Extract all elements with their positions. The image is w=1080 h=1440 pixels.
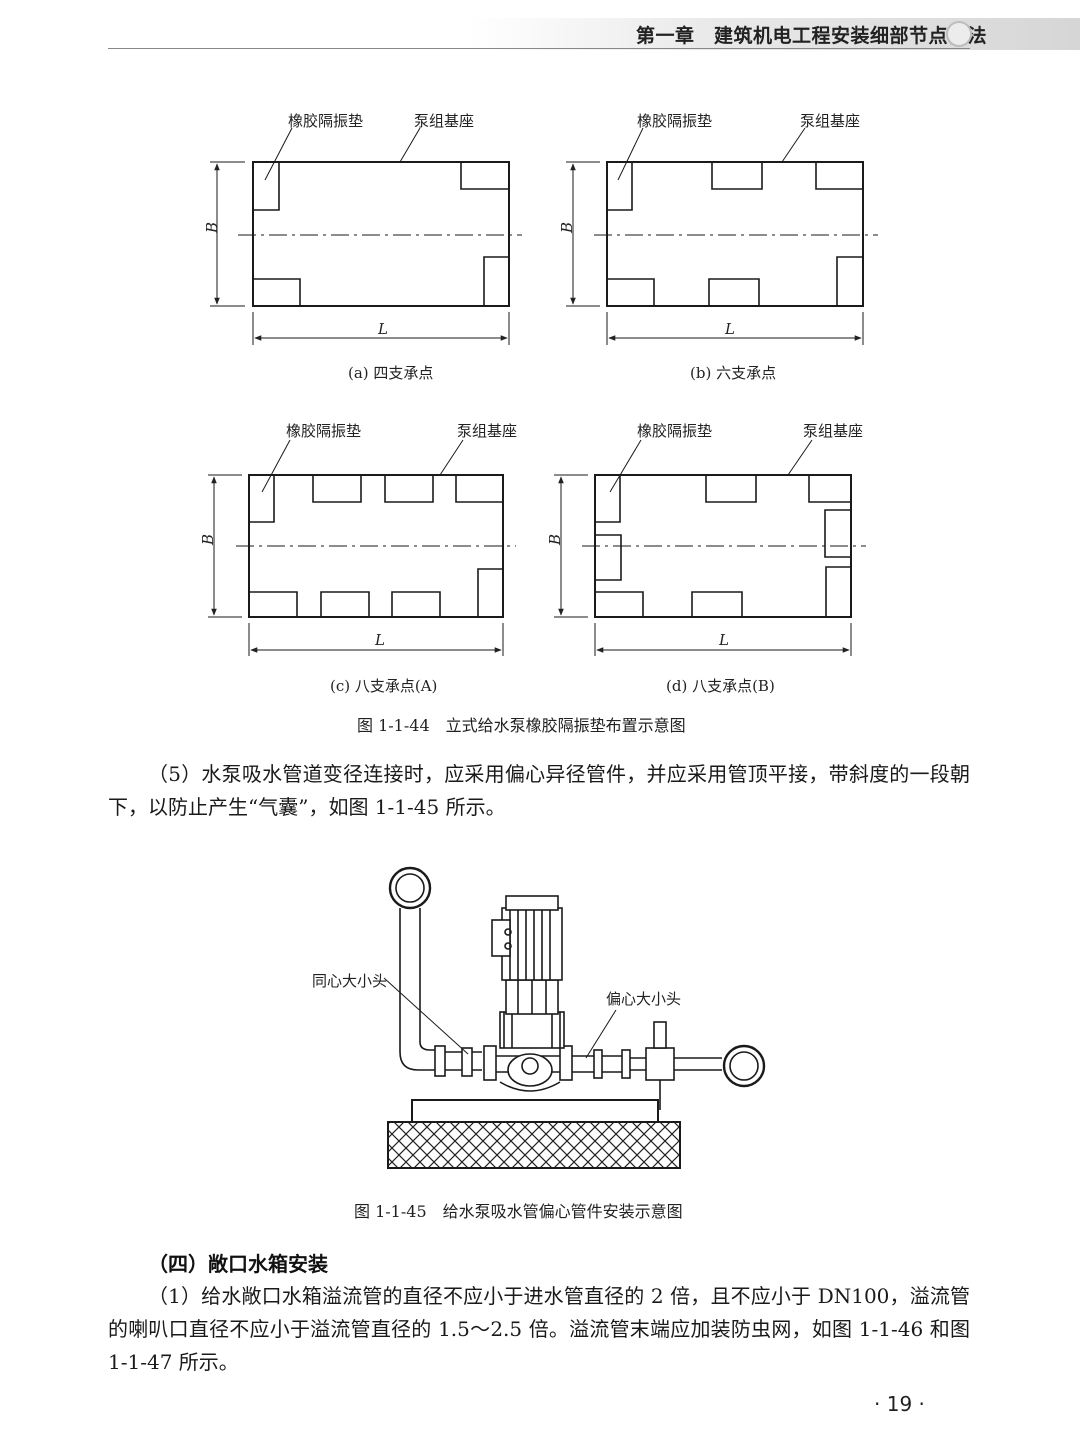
- panel-c-dim-l: L: [374, 631, 385, 649]
- panel-a-dim-b: B: [203, 222, 221, 234]
- panel-a-diagram: [210, 127, 522, 345]
- concentric-reducer-label: 同心大小头: [312, 972, 387, 990]
- page-number: · 19 ·: [874, 1392, 925, 1416]
- panel-b-base-label: 泵组基座: [800, 112, 860, 130]
- panel-c-caption: (c) 八支承点(A): [330, 677, 437, 695]
- panel-d-diagram: [554, 439, 866, 656]
- panel-c-diagram: [208, 439, 516, 656]
- panel-a-caption: (a) 四支承点: [348, 364, 433, 382]
- figure-1-1-45-caption: 图 1-1-45 给水泵吸水管偏心管件安装示意图: [354, 1202, 683, 1221]
- paragraph-1: （1）给水敞口水箱溢流管的直径不应小于进水管直径的 2 倍，且不应小于 DN10…: [108, 1284, 970, 1374]
- header-rule: [108, 48, 970, 49]
- panel-d-dim-b: B: [546, 534, 564, 546]
- panel-d-caption: (d) 八支承点(B): [666, 677, 775, 695]
- panel-c-pad-label: 橡胶隔振垫: [286, 422, 361, 440]
- chapter-header: 第一章 建筑机电工程安装细部节点做法: [636, 25, 988, 47]
- panel-a-pad-label: 橡胶隔振垫: [288, 112, 363, 130]
- paragraph-5: （5）水泵吸水管道变径连接时，应采用偏心异径管件，并应采用管顶平接，带斜度的一段…: [108, 762, 970, 819]
- panel-b-dim-l: L: [724, 320, 735, 338]
- panel-b-diagram: [566, 127, 878, 345]
- panel-d-dim-l: L: [718, 631, 729, 649]
- panel-b-pad-label: 橡胶隔振垫: [637, 112, 712, 130]
- pump-base: [411, 1099, 659, 1123]
- panel-b-caption: (b) 六支承点: [690, 364, 776, 382]
- panel-a-dim-l: L: [377, 320, 388, 338]
- figure-1-1-44-caption: 图 1-1-44 立式给水泵橡胶隔振垫布置示意图: [357, 716, 686, 735]
- figure-1-1-44: 橡胶隔振垫 泵组基座 B L (a) 四支承点 橡胶隔振垫 泵组基座 B L (…: [199, 112, 878, 695]
- panel-c-base-label: 泵组基座: [457, 422, 517, 440]
- section-heading: （四）敞口水箱安装: [148, 1252, 328, 1276]
- panel-c-dim-b: B: [199, 534, 217, 546]
- panel-d-pad-label: 橡胶隔振垫: [637, 422, 712, 440]
- header-band: [470, 18, 1080, 50]
- figure-1-1-45: 同心大小头 偏心大小头: [312, 866, 766, 1169]
- header-decoration-icon: [946, 21, 972, 47]
- panel-b-dim-b: B: [558, 222, 576, 234]
- concrete-foundation: [387, 1121, 681, 1169]
- eccentric-reducer-label: 偏心大小头: [606, 990, 681, 1008]
- panel-d-base-label: 泵组基座: [803, 422, 863, 440]
- panel-a-base-label: 泵组基座: [414, 112, 474, 130]
